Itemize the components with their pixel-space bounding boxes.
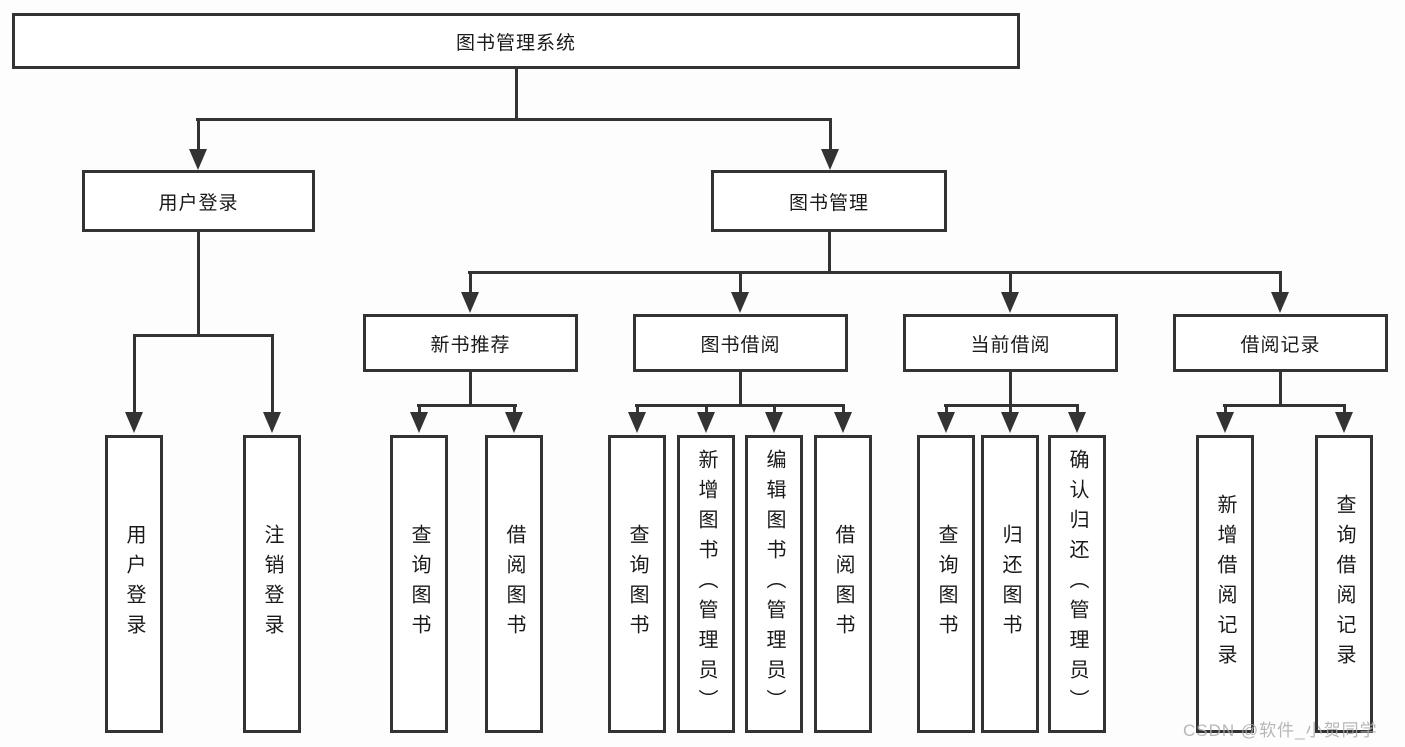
arrow-down-icon [765,412,783,433]
arrow-down-icon [1068,412,1086,433]
connector-vline [271,334,274,414]
node-root: 图书管理系统 [12,13,1020,69]
arrow-down-icon [410,412,428,433]
connector-vline [705,404,708,414]
connector-hline [417,404,517,407]
node-new-book-recommend: 新书推荐 [363,314,578,372]
connector-vline [1009,271,1012,294]
connector-vline [133,334,136,414]
connector-vline [828,231,831,273]
connector-vline [469,271,472,294]
arrow-down-icon [628,412,646,433]
connector-vline [418,404,421,414]
arrow-down-icon [1271,292,1289,313]
connector-vline [1343,404,1346,414]
leaf-borrow-books-2: 借阅图书 [814,435,872,733]
connector-hline [468,271,1282,274]
connector-vline [197,231,200,337]
leaf-query-borrow-record: 查询借阅记录 [1315,435,1373,733]
leaf-add-books-admin: 新增图书（管理员） [677,435,735,733]
arrow-down-icon [697,412,715,433]
arrow-down-icon [1335,412,1353,433]
connector-vline [636,404,639,414]
arrow-down-icon [821,149,839,170]
arrow-down-icon [125,412,143,433]
connector-vline [1224,404,1227,414]
node-book-borrow: 图书借阅 [633,314,848,372]
node-book-management: 图书管理 [711,170,947,232]
node-borrow-record: 借阅记录 [1173,314,1388,372]
connector-vline [1009,371,1012,406]
leaf-user-login: 用户登录 [105,435,163,733]
connector-vline [945,404,948,414]
connector-vline [773,404,776,414]
leaf-add-borrow-record: 新增借阅记录 [1196,435,1254,733]
watermark: CSDN @软件_小贺同学 [1183,721,1378,740]
node-user-login: 用户登录 [82,170,315,232]
connector-hline [196,118,832,121]
arrow-down-icon [189,149,207,170]
connector-hline [133,334,274,337]
leaf-query-books-1: 查询图书 [390,435,448,733]
connector-vline [829,118,832,151]
arrow-down-icon [461,292,479,313]
connector-vline [1009,404,1012,414]
connector-vline [197,118,200,151]
connector-vline [515,68,518,120]
arrow-down-icon [731,292,749,313]
arrow-down-icon [1216,412,1234,433]
leaf-return-books: 归还图书 [981,435,1039,733]
connector-vline [1076,404,1079,414]
connector-hline [1223,404,1346,407]
node-current-borrow: 当前借阅 [903,314,1118,372]
connector-vline [1279,271,1282,294]
arrow-down-icon [505,412,523,433]
arrow-down-icon [1001,292,1019,313]
arrow-down-icon [1001,412,1019,433]
connector-vline [1279,371,1282,406]
leaf-logout: 注销登录 [243,435,301,733]
connector-vline [513,404,516,414]
arrow-down-icon [263,412,281,433]
arrow-down-icon [834,412,852,433]
leaf-borrow-books-1: 借阅图书 [485,435,543,733]
connector-hline [635,404,845,407]
connector-vline [739,371,742,406]
leaf-edit-books-admin: 编辑图书（管理员） [745,435,803,733]
leaf-confirm-return-admin: 确认归还（管理员） [1048,435,1106,733]
arrow-down-icon [937,412,955,433]
connector-vline [469,371,472,406]
connector-vline [842,404,845,414]
leaf-query-books-2: 查询图书 [608,435,666,733]
connector-vline [739,271,742,294]
leaf-query-books-3: 查询图书 [917,435,975,733]
